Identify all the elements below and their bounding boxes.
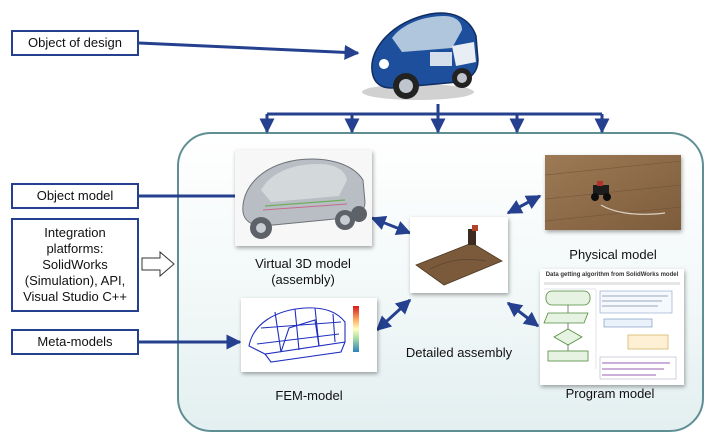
- virtual-3d-model-image: [235, 150, 372, 246]
- program-model-flowchart: [543, 282, 680, 380]
- virtual-3d-line-2: (assembly): [271, 272, 335, 287]
- object-of-design-label: Object of design: [11, 30, 139, 56]
- meta-models-label: Meta-models: [11, 329, 139, 355]
- physical-model-image: [545, 155, 681, 230]
- detailed-assembly-caption: Detailed assembly: [405, 345, 513, 360]
- link-program: [506, 301, 540, 328]
- meta-models-text: Meta-models: [37, 334, 113, 349]
- object-model-label: Object model: [11, 183, 139, 209]
- program-sheet-title: Data getting algorithm from SolidWorks m…: [545, 272, 679, 278]
- virtual-3d-model-drawing: [235, 150, 372, 246]
- fem-model-image: [241, 298, 377, 372]
- integration-line-4: (Simulation), API,: [24, 273, 126, 288]
- object-model-text: Object model: [36, 188, 114, 203]
- arrow-object-of-design: [138, 41, 360, 60]
- link-fem: [375, 298, 412, 332]
- detailed-assembly-image: [410, 217, 508, 293]
- link-physical: [506, 194, 542, 215]
- physical-model-drawing: [545, 155, 681, 230]
- physical-model-caption: Physical model: [569, 247, 657, 262]
- virtual-3d-line-1: Virtual 3D model: [255, 256, 351, 271]
- fem-model-drawing: [241, 298, 377, 372]
- link-virtual-3d: [370, 215, 412, 236]
- integration-line-1: Integration: [44, 225, 106, 240]
- detailed-assembly-drawing: [410, 217, 508, 293]
- program-model-image: Data getting algorithm from SolidWorks m…: [540, 269, 684, 385]
- integration-line-3: SolidWorks: [42, 257, 108, 272]
- object-of-design-text: Object of design: [28, 35, 122, 50]
- integration-line-5: Visual Studio C++: [23, 289, 127, 304]
- virtual-3d-model-caption: Virtual 3D model (assembly): [238, 256, 368, 288]
- integration-platforms-label: Integration platforms: SolidWorks (Simul…: [11, 218, 139, 312]
- integration-line-2: platforms:: [46, 241, 104, 256]
- program-model-caption: Program model: [565, 386, 655, 401]
- block-arrow-integration: [141, 250, 175, 278]
- fem-model-caption: FEM-model: [275, 388, 343, 403]
